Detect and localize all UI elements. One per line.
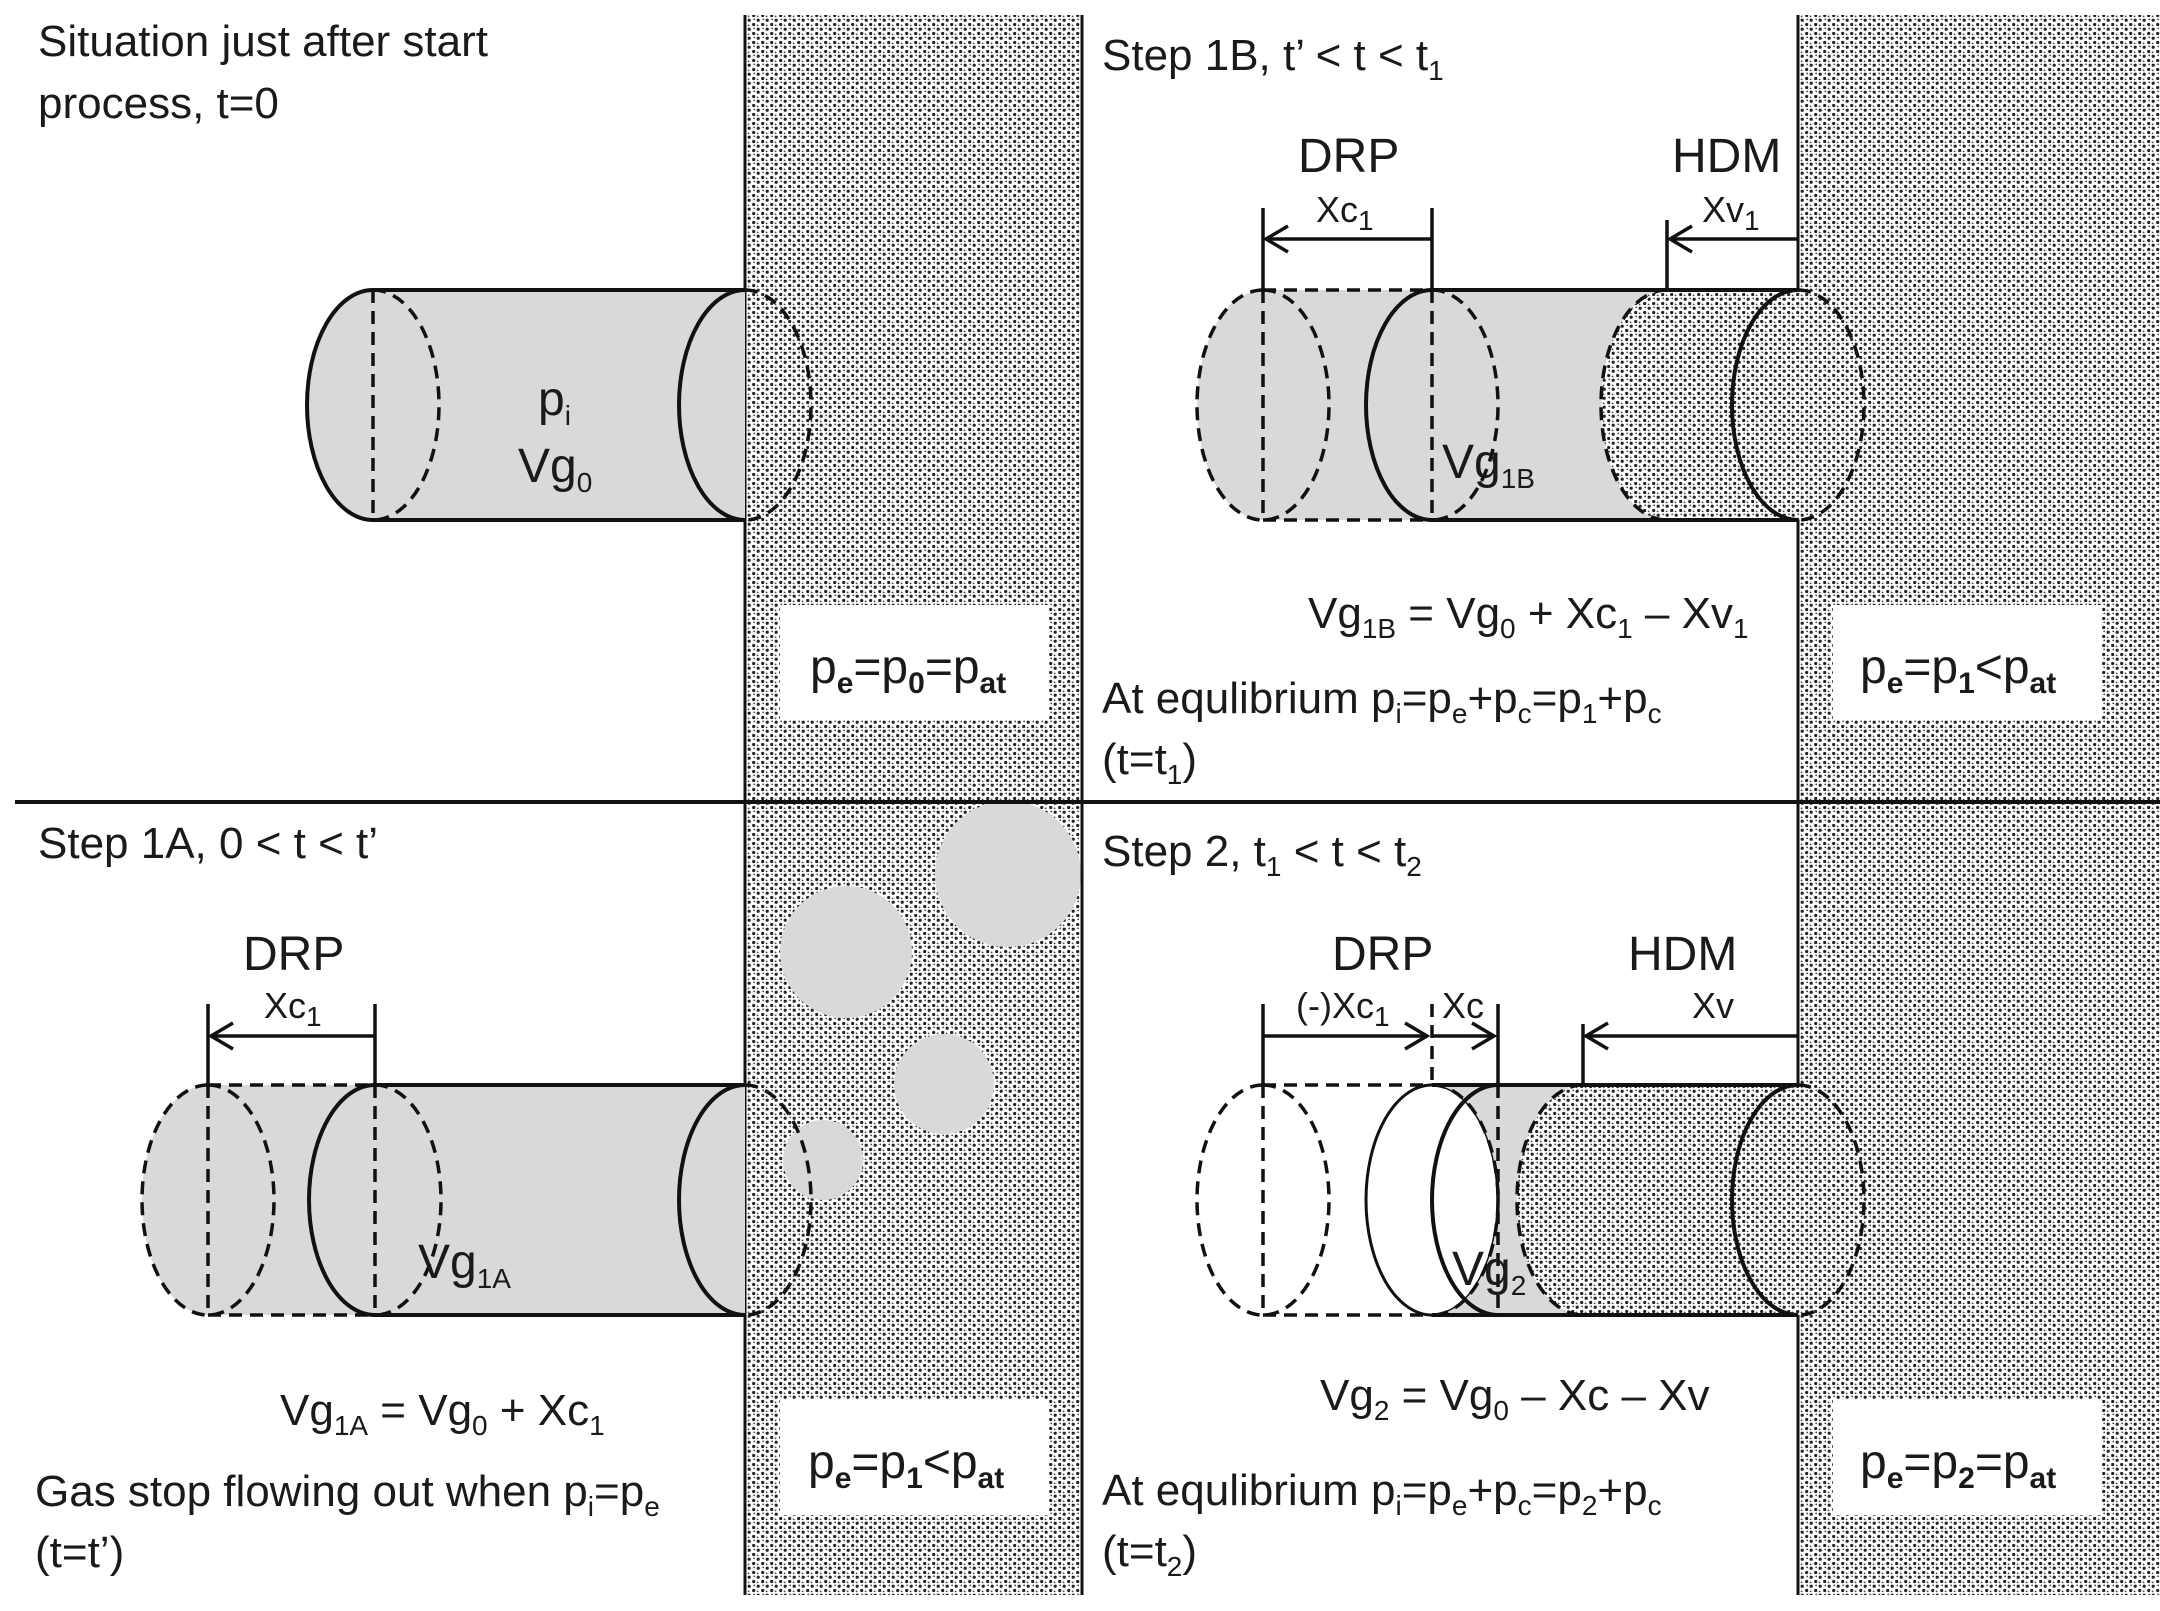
hdm-label: HDM [1628, 928, 1737, 981]
xc1-negative-label: (-)Xc1 [1296, 985, 1390, 1032]
dimension-arrow-xc1 [1261, 1004, 1431, 1085]
pressure-label: pi [538, 373, 571, 431]
pressure-box: pe=p2=pat [1833, 1400, 2101, 1515]
svg-text:pe=p1<pat: pe=p1<pat [808, 1436, 1004, 1495]
pressure-box: pe=p1<pat [780, 1400, 1048, 1515]
time-note: (t=t1) [1102, 735, 1197, 790]
volume-label: Vg2 [1452, 1243, 1526, 1301]
panel-title: Step 1A, 0 < t < t’ [38, 819, 378, 868]
svg-text:pe=p2=pat: pe=p2=pat [1860, 1436, 2056, 1495]
dimension-arrow-xc1 [1261, 208, 1434, 290]
drp-label: DRP [243, 928, 344, 981]
time-note: (t=t2) [1102, 1527, 1197, 1582]
gas-bubble [935, 801, 1081, 947]
dimension-arrow-xc1 [206, 1004, 377, 1085]
xc1-label: Xc1 [264, 985, 322, 1032]
drp-label: DRP [1298, 130, 1399, 183]
panel-title: Step 1B, t’ < t < t1 [1102, 31, 1444, 86]
volume-equation: Vg2 = Vg0 – Xc – Xv [1320, 1371, 1710, 1426]
equilibrium-note: At equlibrium pi=pe+pc=p2+pc [1102, 1466, 1662, 1521]
volume-label: Vg1B [1442, 436, 1535, 494]
dimension-arrow-xv1 [1665, 220, 1798, 290]
panel-step-1b: Step 1B, t’ < t < t1 DRP HDM Xc1 Xv1 [1102, 31, 2101, 790]
xv-label: Xv [1692, 985, 1734, 1026]
pressure-box: pe=p1<pat [1833, 605, 2101, 720]
panel-step-1a: Step 1A, 0 < t < t’ DRP Xc1 [35, 819, 1048, 1577]
xv1-label: Xv1 [1702, 189, 1760, 236]
porous-medium-band-right [1798, 15, 2160, 1595]
volume-equation: Vg1A = Vg0 + Xc1 [280, 1386, 605, 1441]
pressure-box: pe=p0=pat [780, 605, 1048, 720]
panel-title-line1: Situation just after start [38, 17, 488, 66]
equilibrium-note: At equlibrium pi=pe+pc=p1+pc [1102, 674, 1662, 729]
gas-cylinder [1195, 288, 1866, 522]
svg-text:pe=p1<pat: pe=p1<pat [1860, 641, 2056, 700]
dimension-arrow-xv [1581, 1021, 1798, 1085]
gas-bubble [894, 1034, 994, 1134]
panel-initial-state: Situation just after start process, t=0 … [38, 17, 1048, 720]
panel-step-2: Step 2, t1 < t < t2 DRP HDM (-)Xc1 Xc Xv [1102, 827, 2101, 1582]
hdm-label: HDM [1672, 130, 1781, 183]
drp-label: DRP [1332, 928, 1433, 981]
time-note: (t=t’) [35, 1528, 124, 1577]
gas-cylinder [140, 1083, 813, 1317]
svg-text:pe=p0=pat: pe=p0=pat [810, 641, 1006, 700]
xc-label: Xc [1442, 985, 1484, 1026]
flow-stop-note: Gas stop flowing out when pi=pe [35, 1467, 660, 1522]
gas-cylinder [1195, 1083, 1866, 1317]
gas-bubble [780, 886, 912, 1018]
volume-equation: Vg1B = Vg0 + Xc1 – Xv1 [1308, 589, 1749, 644]
xc1-label: Xc1 [1316, 189, 1374, 236]
gas-cylinder [305, 288, 813, 522]
volume-label: Vg0 [518, 440, 592, 498]
panel-title-line2: process, t=0 [38, 79, 279, 128]
volume-label: Vg1A [418, 1236, 511, 1294]
panel-title: Step 2, t1 < t < t2 [1102, 827, 1422, 882]
gas-bubble [783, 1120, 863, 1200]
